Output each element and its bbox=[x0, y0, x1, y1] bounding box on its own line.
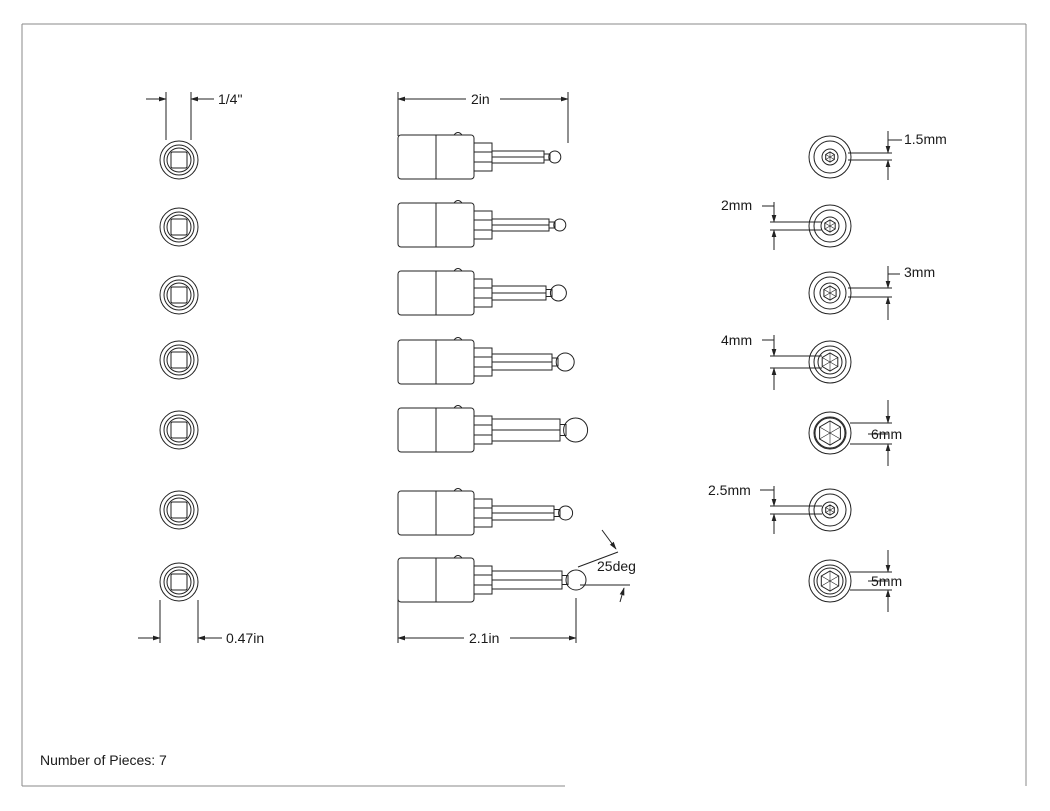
side-view-3 bbox=[397, 268, 567, 316]
tip-label-1: 1.5mm bbox=[904, 131, 947, 147]
angle-label: 25deg bbox=[597, 558, 636, 574]
end-view-3 bbox=[159, 275, 199, 315]
length-dimension-bottom bbox=[397, 598, 577, 643]
length-label-bottom: 2.1in bbox=[469, 630, 499, 646]
tip-dimension-3 bbox=[848, 266, 900, 320]
end-view-4 bbox=[159, 340, 199, 380]
tip-view-5 bbox=[808, 411, 852, 455]
width-label-bottom: 0.47in bbox=[226, 630, 264, 646]
drawing-frame bbox=[21, 23, 1027, 787]
tip-dimension-6 bbox=[760, 486, 822, 534]
length-label-top: 2in bbox=[471, 91, 490, 107]
side-view-1 bbox=[397, 132, 562, 180]
tip-view-4 bbox=[808, 340, 852, 384]
tip-label-3: 3mm bbox=[904, 264, 935, 280]
width-dimension-bottom bbox=[138, 600, 222, 643]
tip-view-2 bbox=[808, 204, 852, 248]
tip-label-4: 4mm bbox=[721, 332, 752, 348]
end-view-5 bbox=[159, 410, 199, 450]
side-view-5 bbox=[397, 405, 589, 453]
end-view-6 bbox=[159, 490, 199, 530]
length-dimension-top bbox=[397, 92, 569, 143]
tip-view-1 bbox=[808, 135, 852, 179]
end-view-1 bbox=[159, 140, 199, 180]
tip-label-6: 2.5mm bbox=[708, 482, 751, 498]
tip-view-6 bbox=[808, 488, 852, 532]
width-label-top: 1/4" bbox=[218, 91, 242, 107]
tip-dimension-2 bbox=[762, 202, 822, 250]
tip-view-3 bbox=[808, 271, 852, 315]
side-view-4 bbox=[397, 337, 575, 385]
tip-dimension-7 bbox=[850, 550, 892, 612]
tip-dimension-5 bbox=[850, 400, 892, 466]
tip-dimension-1 bbox=[848, 131, 902, 180]
tip-label-7: 5mm bbox=[871, 573, 902, 589]
width-dimension-top bbox=[146, 92, 214, 140]
tip-view-7 bbox=[808, 559, 852, 603]
side-view-6 bbox=[397, 488, 574, 536]
tip-label-2: 2mm bbox=[721, 197, 752, 213]
piece-count: Number of Pieces: 7 bbox=[40, 752, 167, 768]
tip-label-5: 6mm bbox=[871, 426, 902, 442]
end-view-2 bbox=[159, 207, 199, 247]
tip-view-column bbox=[808, 135, 852, 603]
side-view-column bbox=[397, 132, 589, 603]
side-view-2 bbox=[397, 200, 567, 248]
angle-dimension bbox=[577, 529, 630, 603]
side-view-7 bbox=[397, 555, 587, 603]
end-view-7 bbox=[159, 562, 199, 602]
end-view-column bbox=[159, 140, 199, 602]
tip-dimension-4 bbox=[762, 335, 822, 390]
